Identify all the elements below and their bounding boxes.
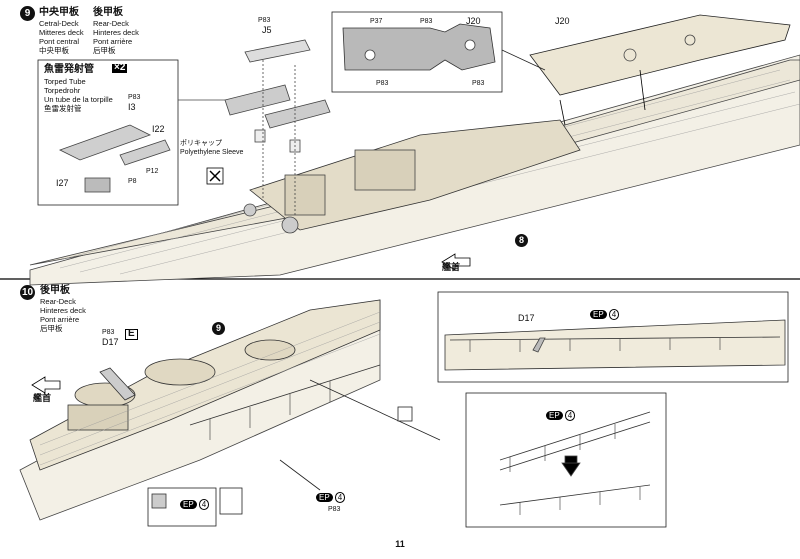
callout-p83-detail-b: P83 [376,80,389,87]
sleeve-en: Polyethylene Sleeve [180,149,244,156]
callout-p83-j5: P83 [258,17,271,24]
step10-deck-jp: 後甲板 [40,285,70,296]
part-i27: I27 [56,178,69,188]
callout-p83-d17: P83 [102,329,115,336]
deck-rear-de: Hinteres deck [93,28,139,37]
ep-marker-lower-box: EP 4 [546,410,576,421]
step-ref-9: 9 [212,322,225,335]
part-j5: J5 [262,25,272,35]
ep-qty: 4 [608,309,620,320]
torpedo-de: Torpedrohr [44,86,81,95]
part-j20: J20 [555,16,570,26]
step10-deck-fr: Pont arrière [40,315,80,324]
ep-marker-hull: EP 4 [316,492,346,503]
step-9-badge: 9 [20,6,35,21]
callout-p83-detail-c: P83 [472,80,485,87]
torpedo-en: Torped Tube [44,77,86,86]
deck-center-en: Cetral-Deck [39,19,79,28]
torpedo-fr: Un tube de la torpille [44,95,113,104]
torpedo-jp: 魚雷発射管 [44,64,94,75]
deck-rear-jp: 後甲板 [93,7,123,18]
callout-p83-hull: P83 [328,506,341,513]
deck-center-jp: 中央甲板 [39,7,79,18]
deck-center-fr: Pont central [39,37,80,46]
callout-p12: P12 [146,168,159,175]
step-ref-8: 8 [515,234,528,247]
callout-p37: P37 [370,18,383,25]
bow-label-9: 艦首 [442,263,461,273]
step10-deck-de: Hinteres deck [40,306,86,315]
torpedo-cn: 鱼雷发射管 [44,104,82,113]
step-10-badge: 10 [20,285,35,300]
ep-badge: EP [180,500,197,509]
ep-badge: EP [316,493,333,502]
part-d17-detail: D17 [518,313,535,323]
callout-p83-detail-a: P83 [420,18,433,25]
part-j20-detail: J20 [466,16,481,26]
ep-marker-detail: EP 4 [590,309,620,320]
torpedo-qty: ×2 [112,62,128,73]
deck-rear-en: Rear-Deck [93,19,129,28]
ep-badge: EP [546,411,563,420]
deck-rear-cn: 后甲板 [93,46,116,55]
step10-deck-cn: 后甲板 [40,324,63,333]
bow-label-10: 艦首 [33,394,52,404]
sleeve-jp: ポリキャップ [180,140,222,147]
ep-marker-small-box: EP 4 [180,499,210,510]
ep-qty: 4 [564,410,576,421]
part-d17: D17 [102,337,119,347]
deck-center-de: Mitteres deck [39,28,84,37]
callout-p83-torpedo: P83 [128,94,141,101]
ep-badge: EP [590,310,607,319]
ep-qty: 4 [334,492,346,503]
e-mark: E [125,329,138,340]
ep-qty: 4 [198,499,210,510]
part-i3: I3 [128,102,136,112]
step10-deck-en: Rear-Deck [40,297,76,306]
deck-center-cn: 中央甲板 [39,46,69,55]
part-i22: I22 [152,124,165,134]
callout-p8: P8 [128,178,137,185]
deck-rear-fr: Pont arrière [93,37,133,46]
page-number: 11 [395,539,405,549]
